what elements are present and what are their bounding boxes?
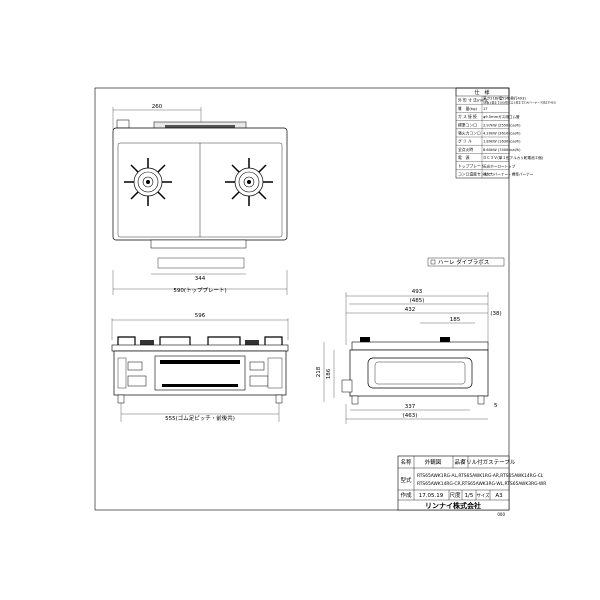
title-product-value: グリル付ガステーブル <box>461 458 516 466</box>
spec-value-7: ＤＣ３Ｖ(単１形アルカリ乾電池２個) <box>483 155 544 160</box>
spec-value2-0: (天板上面まで183/排気口上部まで214/バーナー下部まで432) <box>483 100 556 104</box>
spec-label-1: 質 量(kg) <box>458 106 477 111</box>
title-scale-label: 尺度 <box>449 491 461 499</box>
title-date-label: 作成 <box>400 491 412 499</box>
dim-337: 337 <box>405 404 416 410</box>
dim-344: 344 <box>195 276 206 282</box>
dim-185: 185 <box>450 317 461 323</box>
legend-text: ハーレ ダイブラボス <box>438 258 489 266</box>
spec-value-2: φ9.5mmガス用ゴム管 <box>483 114 520 119</box>
top-view: 260 <box>112 104 288 295</box>
title-name-label: 名称 <box>400 458 412 466</box>
title-date-value: 17.05.19 <box>419 493 444 499</box>
front-view: 596 555(ゴム足ピッチ・前後共) <box>111 313 289 422</box>
spec-header: 仕 様 <box>474 89 489 96</box>
sheet-frame <box>94 87 510 511</box>
dim-186: 186 <box>326 368 332 379</box>
spec-label-3: 標準コンロ <box>458 122 477 127</box>
dim-493: 493 <box>412 289 423 295</box>
title-model-label: 型式 <box>400 476 412 484</box>
dim-38: (38) <box>490 311 501 317</box>
dim-590-top-plate: 590(トッププレート) <box>173 287 226 294</box>
left-burner <box>124 158 172 206</box>
title-name-value: 外観図 <box>425 458 442 466</box>
spec-value-8: 无光ホーロートップ <box>483 163 516 168</box>
title-model-line1: RTS65AWK1RG-AL,RTS65AWK1RG-AR,RTS65AWK14… <box>417 473 544 479</box>
title-block: 名称 外観図 品名 グリル付ガステーブル 型式 RTS65AWK1RG-AL,R… <box>397 455 546 517</box>
legend-box: ハーレ ダイブラボス <box>427 257 505 267</box>
right-burner <box>225 158 273 206</box>
spec-value-5: 1.89kW (1630kcal/h) <box>483 140 521 144</box>
title-size-label: サイズ <box>476 492 490 499</box>
spec-label-0: 外 形 寸 法(mm) <box>458 98 488 103</box>
dim-5: 5 <box>494 403 498 409</box>
spec-value-9: 強火力バーナー・標準バーナー <box>483 172 534 177</box>
dim-485: (485) <box>410 298 425 304</box>
title-size-value: A3 <box>495 493 503 499</box>
side-view: 493 (485) 432 (38) 185 218 186 5 337 (46… <box>316 289 502 424</box>
dim-555: 555(ゴム足ピッチ・前後共) <box>165 414 235 422</box>
dim-218: 218 <box>316 366 322 377</box>
spec-value-0: 高さ218(幅596(奥行493) <box>483 96 526 101</box>
title-model-line2: RTS65AWK14RG-CR,RTS65AWK3RG-WL,RTS65AWK3… <box>417 481 546 487</box>
company-logo: リンナイ株式会社 <box>425 501 481 510</box>
spec-value-4: 4.20kW (3610kcal/h) <box>483 132 521 136</box>
spec-value-3: 2.97kW (2550kcal/h) <box>483 123 521 127</box>
title-product-label: 品名 <box>454 458 465 466</box>
dim-432: 432 <box>405 307 416 313</box>
dim-596: 596 <box>195 313 206 319</box>
spec-label-2: ガ ス 接 続 <box>458 114 477 119</box>
spec-label-9: コンロ温度センサー <box>458 172 492 177</box>
dim-463: (463) <box>403 413 418 419</box>
title-scale-value: 1/5 <box>465 493 474 499</box>
page-number: 000 <box>497 512 505 517</box>
spec-label-5: グ リ ル <box>458 139 472 144</box>
spec-value-6: 8.60kW (7400kcal/h) <box>483 148 521 152</box>
spec-table: 仕 様 外 形 寸 法(mm)高さ218(幅596(奥行493)(天板上面まで1… <box>455 87 556 179</box>
spec-label-7: 電 源 <box>458 155 470 160</box>
spec-label-6: 全点火時 <box>458 147 473 152</box>
dim-260: 260 <box>152 104 163 110</box>
spec-label-8: トッププレート <box>458 163 485 168</box>
spec-label-4: 強火力コンロ <box>458 131 481 136</box>
spec-value-1: 17 <box>483 107 488 111</box>
